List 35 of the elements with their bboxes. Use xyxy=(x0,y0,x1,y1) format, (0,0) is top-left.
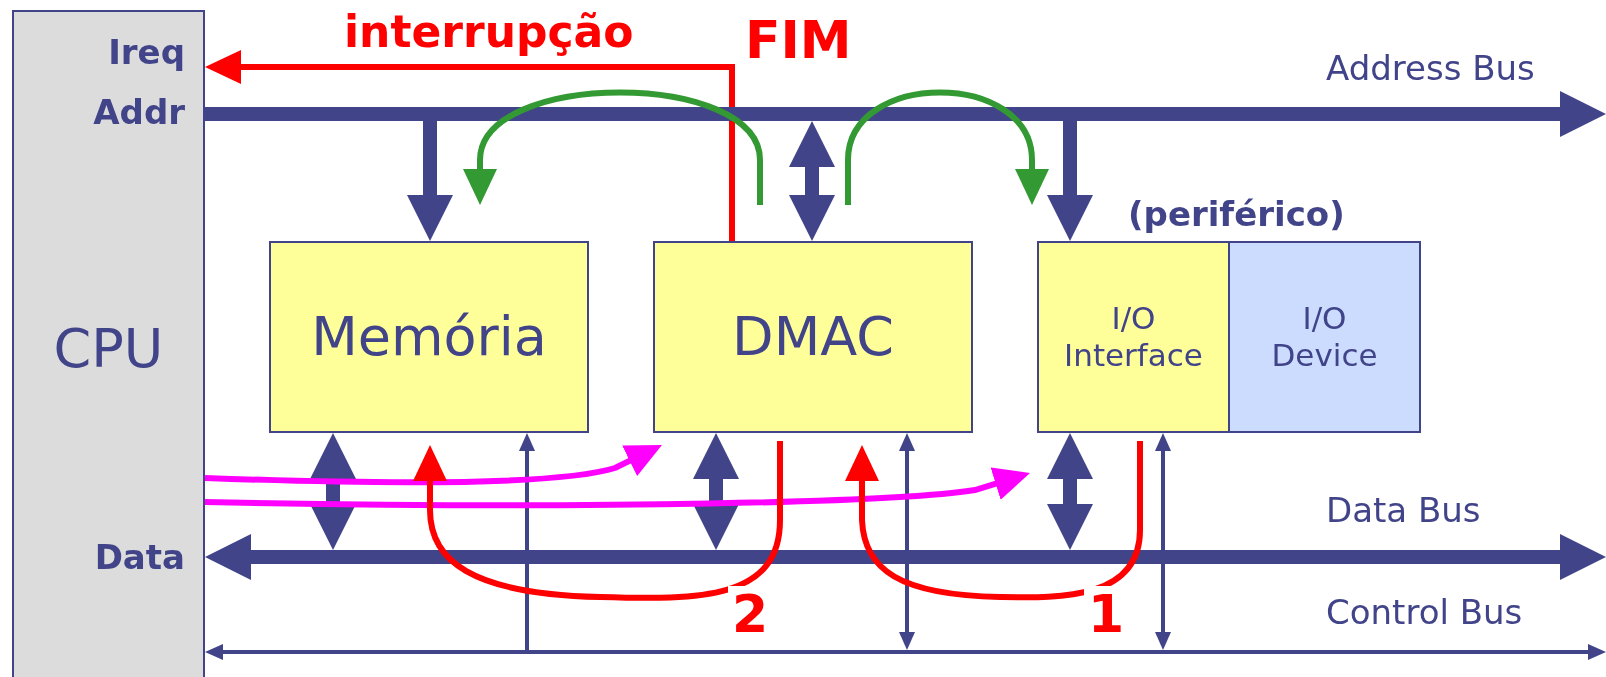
memory-box xyxy=(269,241,589,433)
control-line-arrow xyxy=(1155,433,1171,650)
box-label: CPU xyxy=(52,317,165,382)
device-box xyxy=(1228,241,1421,433)
branch-arrow xyxy=(693,433,739,550)
control-bus-arrow xyxy=(205,644,1606,660)
data-bus-arrow xyxy=(205,534,1606,580)
bus-label: Address Bus xyxy=(1326,50,1535,88)
cpu-box xyxy=(12,10,205,677)
status-label: FIM xyxy=(745,12,852,70)
control-line-arrow xyxy=(519,433,535,652)
interrupt-arrow xyxy=(205,50,735,241)
branch-arrow xyxy=(1047,433,1093,550)
controller-box xyxy=(653,241,973,433)
port-label: Addr xyxy=(93,92,185,133)
box-label: Memória xyxy=(311,304,547,370)
bus-label: Data Bus xyxy=(1326,492,1481,530)
branch-arrow xyxy=(310,433,356,550)
address-bus-arrow xyxy=(205,91,1606,137)
branch-arrow xyxy=(789,121,835,241)
curved-arrow xyxy=(845,441,1143,601)
box-label: I/O Interface xyxy=(1063,299,1204,375)
control-line-arrow xyxy=(899,433,915,650)
box-label: I/O Device xyxy=(1270,299,1379,375)
port-label: Data xyxy=(94,537,185,578)
curved-arrow xyxy=(204,445,662,486)
port-label: Ireq xyxy=(108,32,185,73)
curved-arrow xyxy=(845,89,1049,205)
curved-arrow xyxy=(413,441,783,601)
curved-arrow xyxy=(463,89,763,205)
interface-box xyxy=(1037,241,1230,433)
group-label: (periférico) xyxy=(1128,196,1345,234)
bus-label: Control Bus xyxy=(1326,594,1523,632)
curved-arrow xyxy=(204,467,1030,509)
box-label: DMAC xyxy=(732,304,894,370)
